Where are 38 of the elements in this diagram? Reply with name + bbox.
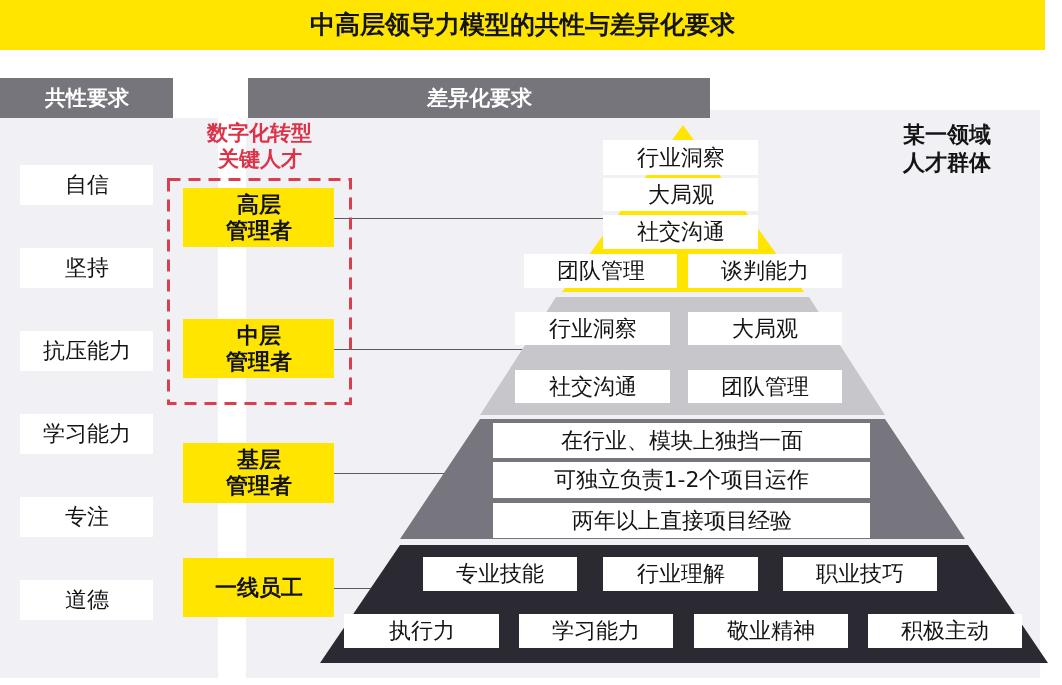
requirement-box: 抗压能力 xyxy=(20,331,153,371)
pyramid-label: 某一领域人才群体 xyxy=(903,121,992,177)
competency-box: 团队管理 xyxy=(688,370,842,403)
level-box: 基层管理者 xyxy=(183,443,334,503)
competency-box: 大局观 xyxy=(603,178,758,211)
competency-box: 专业技能 xyxy=(423,557,577,591)
connector-line xyxy=(333,472,445,475)
group-heading: 数字化转型关键人才 xyxy=(205,120,313,172)
competency-box: 团队管理 xyxy=(524,254,677,288)
requirement-box: 道德 xyxy=(20,580,153,620)
header-bar: 差异化要求 xyxy=(248,78,710,118)
connector-line xyxy=(333,587,372,590)
competency-box: 积极主动 xyxy=(868,614,1022,648)
requirement-box: 专注 xyxy=(20,497,153,537)
competency-box: 行业理解 xyxy=(603,557,758,591)
competency-box: 敬业精神 xyxy=(694,614,848,648)
connector-line xyxy=(333,217,604,220)
competency-box: 社交沟通 xyxy=(515,370,670,403)
requirement-box: 自信 xyxy=(20,165,153,205)
competency-box: 大局观 xyxy=(688,312,842,345)
level-box: 一线员工 xyxy=(183,558,334,617)
competency-box: 两年以上直接项目经验 xyxy=(493,503,870,538)
level-box: 高层管理者 xyxy=(183,188,334,247)
competency-box: 可独立负责1-2个项目运作 xyxy=(493,462,870,498)
competency-box: 行业洞察 xyxy=(515,312,670,345)
competency-box: 在行业、模块上独挡一面 xyxy=(493,423,870,458)
connector-line xyxy=(333,348,524,351)
competency-box: 学习能力 xyxy=(519,614,673,648)
competency-box: 社交沟通 xyxy=(603,215,758,249)
level-box: 中层管理者 xyxy=(183,319,334,378)
competency-box: 行业洞察 xyxy=(603,140,758,175)
requirement-box: 学习能力 xyxy=(20,414,153,454)
title-bar: 中高层领导力模型的共性与差异化要求 xyxy=(0,0,1045,50)
competency-box: 谈判能力 xyxy=(688,254,842,288)
competency-box: 执行力 xyxy=(344,614,499,648)
requirement-box: 坚持 xyxy=(20,248,153,288)
competency-box: 职业技巧 xyxy=(783,557,937,591)
header-bar: 共性要求 xyxy=(0,78,173,118)
